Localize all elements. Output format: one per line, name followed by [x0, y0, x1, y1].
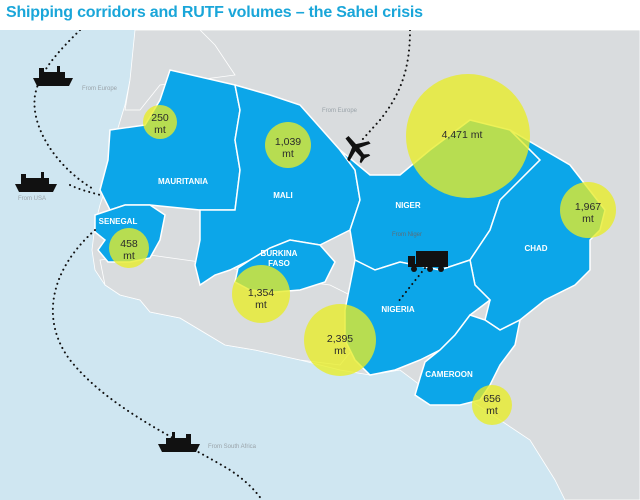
route-label-europe-ship: From Europe [82, 86, 118, 92]
sahel-map: MAURITANIA MALI SENEGAL BURKINA FASO NIG… [0, 30, 640, 500]
bubble-niger [406, 74, 530, 198]
label-burkina-line2: FASO [268, 259, 290, 268]
route-label-south-africa: From South Africa [208, 444, 257, 450]
truck-icon [408, 251, 448, 272]
cargo-ship-icon [15, 172, 57, 192]
bubble-mauritania [143, 105, 177, 139]
page-title: Shipping corridors and RUTF volumes – th… [6, 4, 423, 21]
volume-unit-cameroon: mt [486, 405, 498, 417]
airplane-icon [345, 135, 371, 164]
corridor-europe-ship [33, 30, 96, 191]
corridor-usa [69, 184, 101, 196]
bubble-chad [560, 182, 616, 238]
volume-value-mali: 1,039 [275, 136, 301, 148]
label-niger: NIGER [395, 201, 421, 210]
bubble-nigeria [304, 304, 376, 376]
route-labels: From Europe From Europe From USA From Ni… [18, 86, 422, 450]
bubble-burkina-faso [232, 265, 290, 323]
label-burkina-line1: BURKINA [261, 249, 298, 258]
volume-value-nigeria: 2,395 [327, 333, 353, 345]
corridor-niger-truck [397, 267, 426, 303]
country-labels: MAURITANIA MALI SENEGAL BURKINA FASO NIG… [99, 177, 548, 379]
label-senegal: SENEGAL [99, 217, 138, 226]
volume-unit-burkina-faso: mt [255, 299, 267, 311]
volume-value-chad: 1,967 [575, 201, 601, 213]
volume-unit-nigeria: mt [334, 345, 346, 357]
label-nigeria: NIGERIA [381, 305, 415, 314]
route-label-niger: From Niger [392, 232, 422, 238]
label-mali: MALI [273, 191, 293, 200]
label-cameroon: CAMEROON [425, 370, 473, 379]
volume-value-senegal: 458 [120, 238, 138, 250]
volume-value-burkina-faso: 1,354 [248, 287, 274, 299]
volume-label-niger: 4,471 mt [442, 129, 483, 141]
shipping-corridors [33, 30, 426, 500]
label-chad: CHAD [524, 244, 547, 253]
volume-value-cameroon: 656 [483, 393, 501, 405]
route-label-europe-air: From Europe [322, 108, 358, 114]
bubble-cameroon [472, 385, 512, 425]
volume-unit-senegal: mt [123, 250, 135, 262]
corridor-europe-air [361, 30, 411, 141]
route-label-usa: From USA [18, 196, 46, 202]
title-bar: Shipping corridors and RUTF volumes – th… [0, 0, 640, 30]
rutf-volume-bubbles [109, 74, 616, 425]
volume-unit-mali: mt [282, 148, 294, 160]
label-mauritania: MAURITANIA [158, 177, 208, 186]
cargo-ship-icon [158, 432, 200, 452]
bubble-mali [265, 122, 311, 168]
volume-unit-mauritania: mt [154, 124, 166, 136]
country-cameroon [414, 314, 522, 406]
bubble-senegal [109, 228, 149, 268]
cargo-ship-icon [33, 66, 73, 86]
volume-labels: 250 mt 1,039 mt 4,471 mt 1,967 mt 458 mt… [120, 112, 601, 417]
volume-unit-chad: mt [582, 213, 594, 225]
volume-value-mauritania: 250 [151, 112, 169, 124]
